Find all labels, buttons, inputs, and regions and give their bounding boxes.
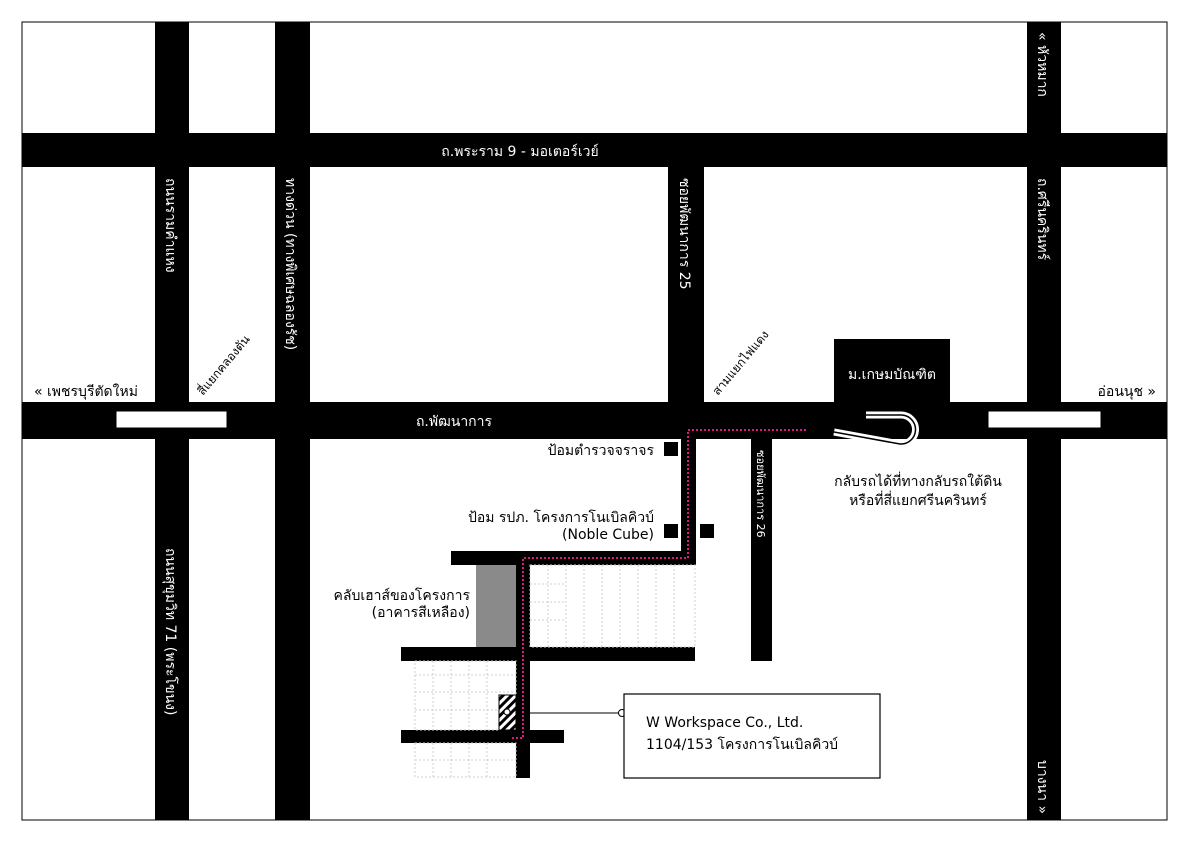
uturn-label-1: กลับรถได้ที่ทางกลับรถใต้ดิน	[834, 472, 1002, 490]
project-road-bottom	[401, 730, 564, 743]
plot-grid-east	[529, 564, 696, 648]
route-path	[510, 429, 806, 739]
uturn-label-2: หรือที่สี่แยกศรีนครินทร์	[849, 491, 987, 509]
road-soi25	[668, 166, 704, 402]
security-box-icon	[664, 524, 678, 538]
phatthanakan-label: ถ.พัฒนาการ	[416, 414, 493, 430]
club-label-1: คลับเฮาส์ของโครงการ	[334, 587, 471, 604]
median-right	[987, 410, 1102, 429]
soi25-label: ซอยพัฒนาการ 25	[676, 178, 692, 290]
petchaburi-label: « เพชรบุรีตัดใหม่	[34, 383, 138, 400]
road-soi26	[751, 439, 772, 661]
police-box-icon	[664, 442, 678, 456]
destination-address: 1104/153 โครงการโนเบิลคิวบ์	[646, 736, 838, 753]
kasem-building	[834, 339, 950, 402]
destination-name: W Workspace Co., Ltd.	[646, 715, 803, 731]
project-road-middle	[401, 647, 695, 661]
ramkhamhaeng-label: ถนนรามคำแหง	[162, 178, 178, 273]
onnut-label: อ่อนนุช »	[1098, 384, 1156, 400]
soi26-label: ซอยพัฒนาการ 26	[754, 450, 767, 538]
expressway-label: ทางด่วน (ทางพิเศษฉลองรัช)	[282, 178, 298, 350]
club-label-2: (อาคารสีเหลือง)	[372, 605, 470, 621]
police-box-label: ป้อมตำรวจจราจร	[548, 443, 655, 459]
destination-marker	[503, 708, 511, 716]
security-label-2: (Noble Cube)	[562, 527, 654, 543]
sukhumvit71-label: ถนนสุขุมวิท 71 (พระโขนง)	[162, 548, 179, 715]
huamak-label: « หัวหมาก	[1034, 32, 1050, 97]
club-house-building	[476, 565, 516, 647]
security-label-1: ป้อม รปภ. โครงการโนเบิลคิวบ์	[468, 509, 654, 526]
bangna-label: บางนา »	[1034, 760, 1050, 814]
srinakarin-label: ถ.ศรีนครินทร์	[1034, 178, 1051, 261]
security-box-icon-2	[700, 524, 714, 538]
destination-box	[623, 693, 881, 779]
uturn-outline	[833, 414, 917, 445]
median-left	[115, 410, 228, 429]
kasem-label: ม.เกษมบัณฑิต	[848, 367, 936, 383]
rama9-label: ถ.พระราม 9 - มอเตอร์เวย์	[441, 143, 598, 160]
road-rama9	[22, 133, 1167, 167]
